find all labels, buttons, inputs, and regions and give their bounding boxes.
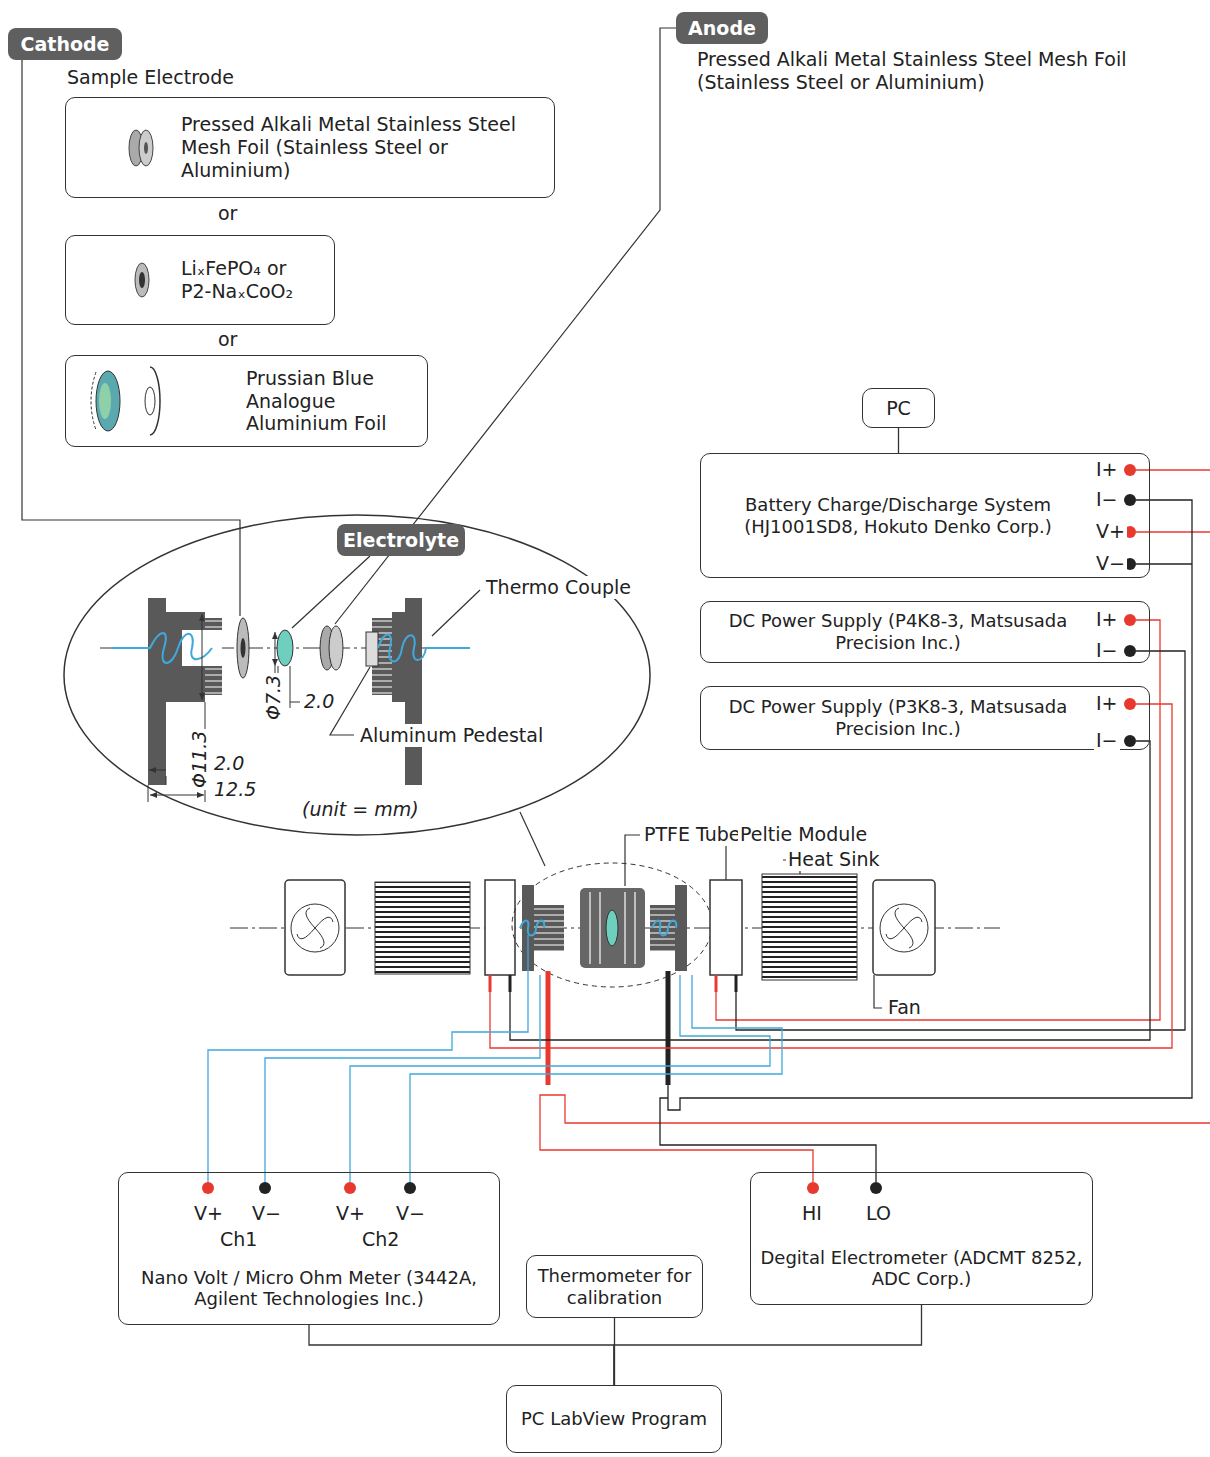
- pin-label: V+: [334, 1202, 367, 1225]
- connector-line: [898, 428, 899, 453]
- pin-label: HI: [800, 1202, 824, 1225]
- pin-label: I−: [1094, 488, 1120, 511]
- pc-box: PC LabView Program: [506, 1385, 722, 1453]
- node-text: Battery Charge/Discharge System (HJ1001S…: [709, 494, 1087, 537]
- dimension-label: 2.0: [212, 752, 246, 775]
- pin-label: I+: [1094, 608, 1120, 631]
- caption-text: Sample Electrode: [65, 66, 236, 89]
- dimension-label: 12.5: [212, 778, 258, 801]
- connector-line: [614, 1305, 922, 1385]
- instrument-box: Battery Charge/Discharge System (HJ1001S…: [700, 453, 1150, 578]
- instrument-box: DC Power Supply (P4K8-3, Matsusada Preci…: [700, 601, 1150, 663]
- node-text: Nano Volt / Micro Ohm Meter (3442A, Agil…: [127, 1267, 491, 1310]
- section-tag: Anode: [676, 12, 768, 44]
- part-label: PTFE Tube: [642, 823, 743, 846]
- node-text: Degital Electrometer (ADCMT 8252, ADC Co…: [759, 1247, 1084, 1290]
- pin-label: V+: [192, 1202, 225, 1225]
- part-label: Thermo Couple: [484, 576, 633, 599]
- section-tag: Cathode: [8, 28, 122, 60]
- node-text: Cathode: [21, 33, 110, 56]
- instrument-box: Thermometer for calibration: [526, 1255, 703, 1318]
- pin-label: V−: [394, 1202, 427, 1225]
- node-text: Prussian Blue Analogue Aluminium Foil: [246, 367, 419, 435]
- node-text: Thermometer for calibration: [535, 1265, 694, 1308]
- caption-text: Pressed Alkali Metal Stainless Steel Mes…: [695, 48, 1129, 94]
- pin-label: I+: [1094, 692, 1120, 715]
- node-text: LiₓFePO₄ or P2-NaₓCoO₂: [181, 257, 311, 303]
- pin-label: LO: [864, 1202, 893, 1225]
- part-label: Peltie Module: [738, 823, 869, 846]
- channel-label: Ch1: [218, 1228, 259, 1251]
- or-label: or: [216, 202, 239, 225]
- instrument-box: DC Power Supply (P3K8-3, Matsusada Preci…: [700, 686, 1150, 750]
- option-box: Pressed Alkali Metal Stainless Steel Mes…: [65, 97, 555, 198]
- or-label: or: [216, 328, 239, 351]
- channel-label: Ch2: [360, 1228, 401, 1251]
- dimension-label: Φ7.3: [262, 673, 285, 722]
- node-text: Electrolyte: [343, 529, 459, 552]
- option-box: LiₓFePO₄ or P2-NaₓCoO₂: [65, 235, 335, 325]
- node-text: PC: [886, 397, 911, 420]
- connector-line: [309, 1325, 614, 1385]
- pin-label: I−: [1094, 729, 1120, 752]
- node-text: Anode: [688, 17, 756, 40]
- instrument-box: Nano Volt / Micro Ohm Meter (3442A, Agil…: [118, 1172, 500, 1325]
- dimension-label: Φ11.3: [188, 729, 211, 790]
- pin-label: I+: [1094, 458, 1120, 481]
- instrument-box: Degital Electrometer (ADCMT 8252, ADC Co…: [750, 1172, 1093, 1305]
- node-text: Pressed Alkali Metal Stainless Steel Mes…: [181, 113, 546, 181]
- unit-note: (unit = mm): [300, 798, 421, 821]
- dimension-label: 2.0: [302, 690, 336, 713]
- part-label: Fan: [886, 996, 923, 1019]
- node-text: PC LabView Program: [521, 1408, 707, 1430]
- node-text: DC Power Supply (P3K8-3, Matsusada Preci…: [709, 696, 1087, 739]
- pc-box: PC: [862, 388, 935, 428]
- part-label: Aluminum Pedestal: [358, 724, 545, 747]
- pin-label: V−: [1094, 552, 1127, 575]
- section-tag: Electrolyte: [337, 524, 465, 556]
- node-text: DC Power Supply (P4K8-3, Matsusada Preci…: [709, 610, 1087, 653]
- part-label: Heat Sink: [786, 848, 882, 871]
- pin-label: V+: [1094, 520, 1127, 543]
- pin-label: I−: [1094, 639, 1120, 662]
- pin-label: V−: [250, 1202, 283, 1225]
- option-box: Prussian Blue Analogue Aluminium Foil: [65, 355, 428, 447]
